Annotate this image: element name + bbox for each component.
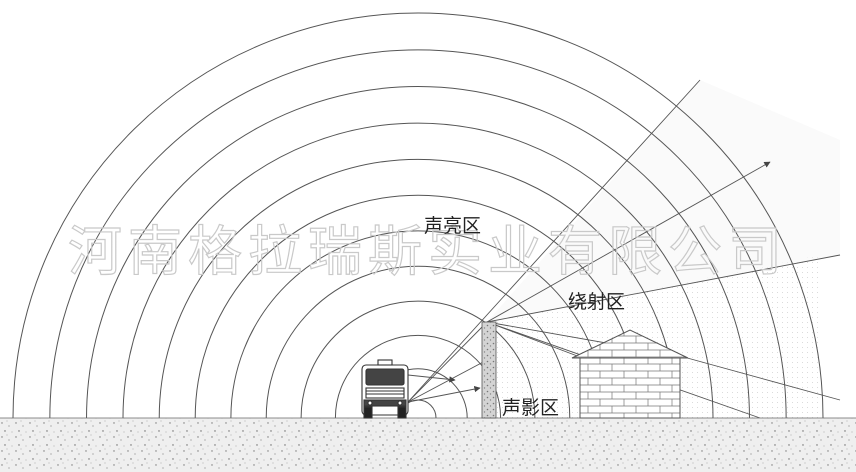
wall-icon [481, 321, 497, 419]
ray-upper-direct [407, 79, 701, 403]
ground [0, 418, 856, 472]
truck-icon [361, 359, 409, 419]
ray-grazing [486, 161, 771, 323]
wave-arc [194, 194, 642, 419]
wave-arc [265, 265, 571, 419]
shadow-region [487, 255, 820, 420]
label-bright-zone: 声亮区 [424, 215, 481, 237]
house-icon [571, 329, 689, 419]
wave-arc [300, 300, 536, 419]
ray-arrow-upper [407, 374, 456, 383]
wave-arc [158, 158, 678, 419]
watermark: 河南格拉瑞斯实业有限公司 [68, 220, 788, 283]
wave-arc [230, 230, 606, 419]
ray-to-wall-top [407, 321, 488, 403]
label-diffraction-zone: 绕射区 [568, 291, 625, 313]
wave-arc [122, 122, 714, 419]
ray-roof-right [679, 355, 841, 401]
ray-arrow-shadow [407, 385, 481, 403]
label-shadow-zone: 声影区 [502, 397, 559, 419]
ray-to-wall-mid [407, 359, 488, 403]
wave-arc [86, 86, 750, 419]
wave-arc [12, 12, 824, 419]
wave-arc [49, 49, 787, 419]
wave-arc [334, 334, 502, 419]
sound-wave-arcs [12, 12, 824, 419]
ray-diffracted-high [486, 254, 841, 323]
